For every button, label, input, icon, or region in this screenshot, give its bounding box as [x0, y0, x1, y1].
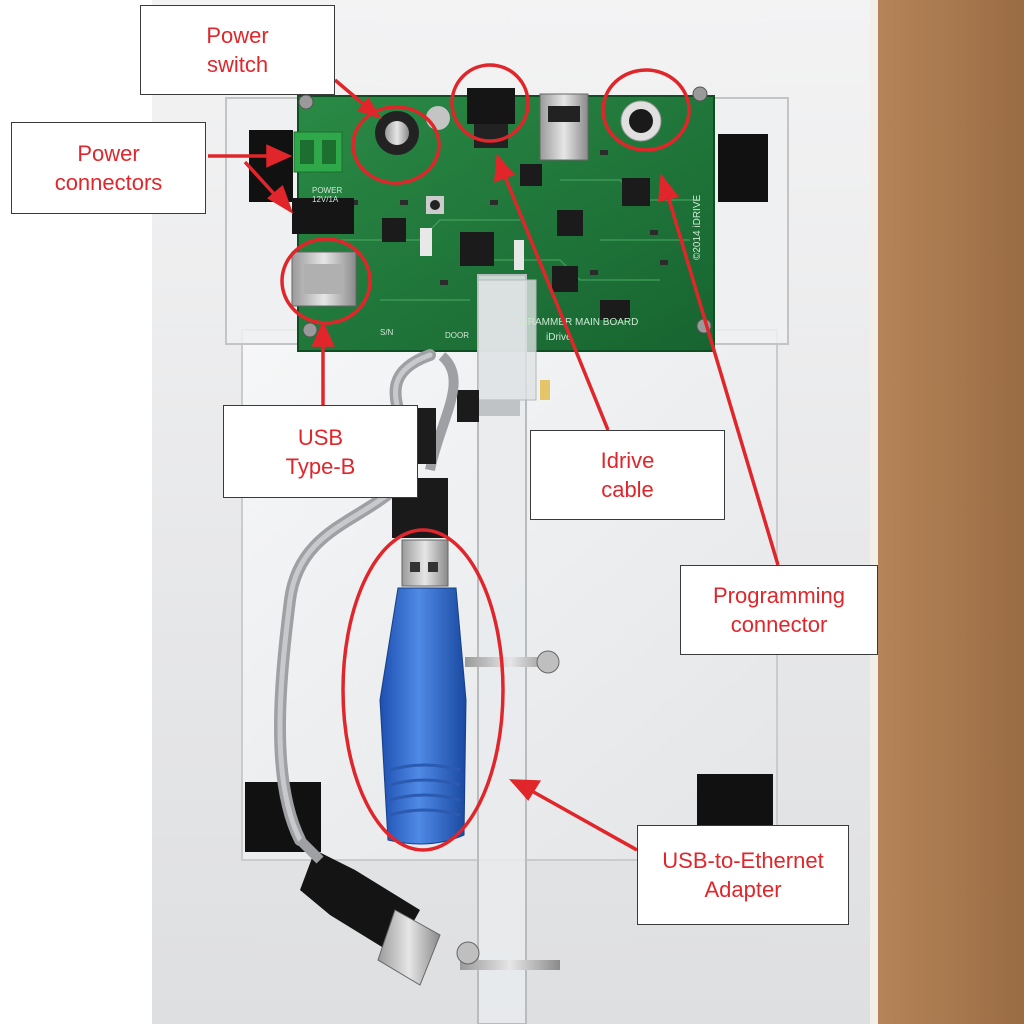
power-switch-highlight — [351, 105, 441, 185]
idrive-cable-label: Idrive cable — [530, 430, 725, 520]
programming-connector-label-line1: Programming — [712, 583, 846, 608]
programming-connector-highlight — [601, 68, 691, 152]
programming-connector-label-line2: connector — [730, 612, 828, 637]
usb-type-b-label: USB Type-B — [223, 405, 418, 498]
usb-to-ethernet-label: USB-to-Ethernet Adapter — [637, 825, 849, 925]
power-switch-label: Power switch — [140, 5, 335, 95]
silk-brand: iDrive — [546, 332, 572, 343]
silk-power: POWER — [312, 186, 342, 195]
silk-main-board: GRAMMER MAIN BOARD — [520, 317, 638, 328]
usb-type-b-label-line2: Type-B — [285, 453, 356, 479]
silk-serial: S/N — [380, 328, 394, 337]
power-connectors-label: Power connectors — [11, 122, 206, 214]
idrive-cable-label-line2: cable — [601, 477, 654, 502]
usb-type-b-highlight — [280, 237, 372, 325]
power-connectors-label-line2: connectors — [54, 170, 163, 195]
ethernet-adapter-highlight — [341, 528, 505, 852]
silk-voltage: 12V/1A — [312, 195, 339, 204]
usb-to-ethernet-label-line2: Adapter — [704, 877, 782, 902]
power-switch-label-line2: switch — [206, 52, 269, 77]
idrive-cable-highlight — [450, 63, 530, 143]
programming-connector-label: Programming connector — [680, 565, 878, 655]
silk-door: DOOR — [445, 331, 469, 340]
silk-copyright: ©2014 iDRIVE — [692, 194, 703, 260]
usb-to-ethernet-label-line1: USB-to-Ethernet — [662, 848, 824, 873]
power-connectors-label-line1: Power — [77, 141, 140, 166]
idrive-cable-label-line1: Idrive — [600, 448, 655, 473]
power-switch-label-line1: Power — [206, 23, 269, 48]
usb-type-b-label-line1: USB — [297, 424, 344, 450]
